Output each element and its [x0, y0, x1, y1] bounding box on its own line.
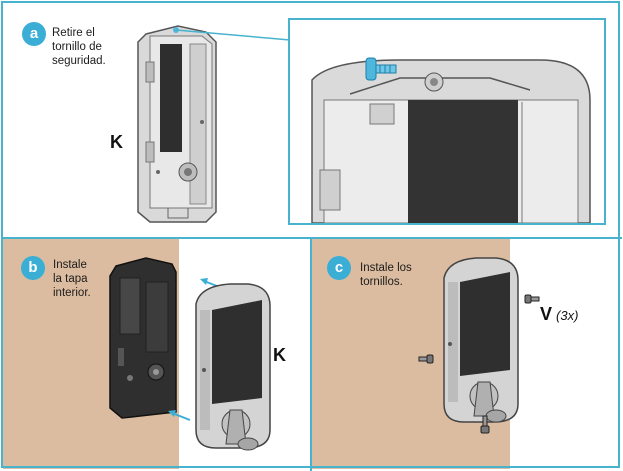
column-divider [310, 238, 312, 471]
